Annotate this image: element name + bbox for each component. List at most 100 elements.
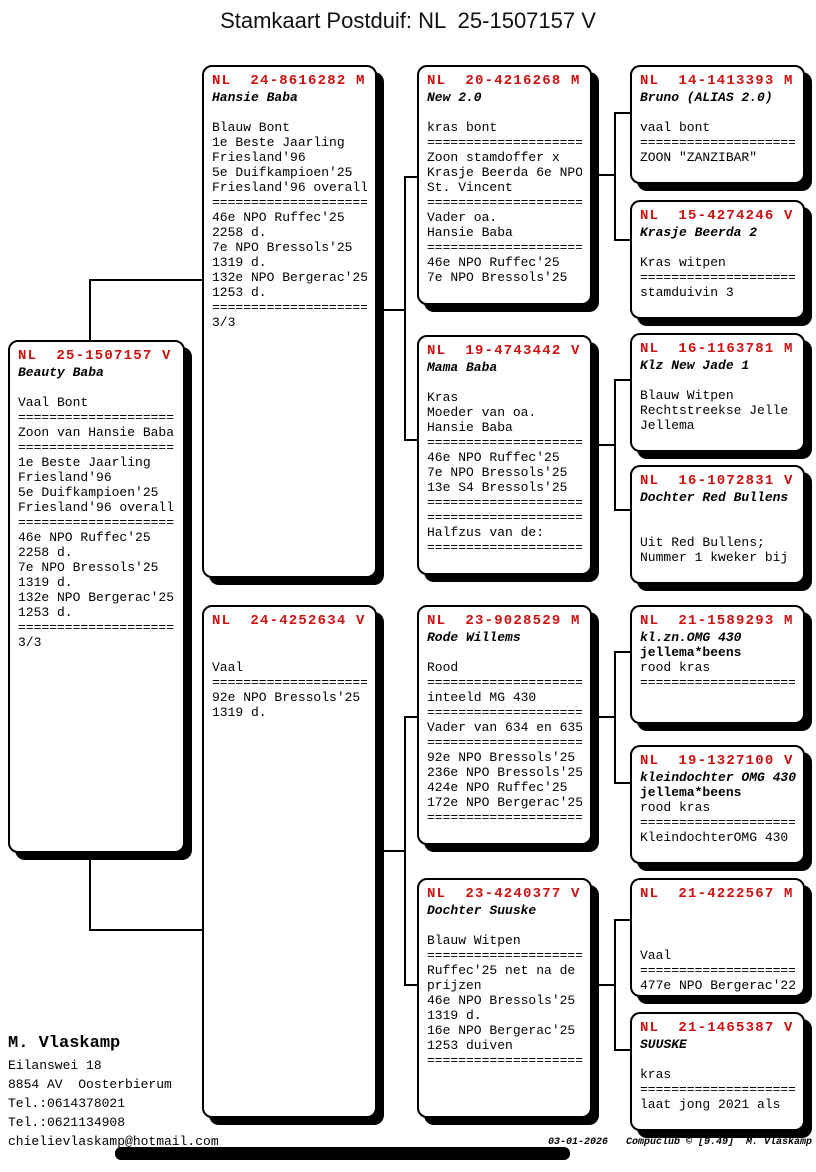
- connector-line: [614, 112, 616, 241]
- owner-block: M. Vlaskamp Eilanswei 18 8854 AV Oosterbi…: [8, 1032, 219, 1151]
- ring-number: NL 23-4240377 V: [427, 886, 581, 902]
- bird-name: Dochter Suuske: [427, 903, 537, 918]
- text-line: ====================: [427, 540, 582, 555]
- bird-name2: [427, 645, 582, 660]
- connector-line: [614, 651, 631, 653]
- text-line: ====================: [427, 195, 582, 210]
- bird-name2: [212, 645, 367, 660]
- text-line: kras: [640, 1067, 672, 1082]
- text-line: 132e NPO Bergerac'25: [212, 270, 367, 285]
- bird-name: kl.zn.OMG 430: [640, 630, 742, 645]
- text-line: 46e NPO Ruffec'25: [427, 450, 560, 465]
- pedigree-box-greatgrandparent-7: NL 21-4222567 M Vaal====================…: [630, 878, 805, 997]
- bird-name: Beauty Baba: [18, 365, 104, 380]
- connector-line: [404, 439, 418, 441]
- box-lines: kras====================laat jong 2021 a…: [640, 1067, 795, 1112]
- connector-line: [614, 239, 631, 241]
- text-line: 3/3: [212, 315, 236, 330]
- text-line: Kras: [427, 390, 459, 405]
- text-line: 1253 duiven: [427, 1038, 513, 1053]
- bird-name2: [640, 240, 795, 255]
- text-line: 46e NPO Bressols'25: [427, 993, 576, 1008]
- bird-name2: [640, 105, 795, 120]
- pedigree-box-grandfather-paternal: NL 20-4216268 M New 2.0 kras bont=======…: [417, 65, 592, 305]
- text-line: Hansie Baba: [427, 225, 513, 240]
- page-title: Stamkaart Postduif: NL 25-1507157 V: [220, 8, 596, 33]
- text-line: Moeder van oa.: [427, 405, 537, 420]
- text-line: 46e NPO Ruffec'25: [18, 530, 151, 545]
- text-line: Tel.:0621134908: [8, 1115, 126, 1130]
- text-line: 7e NPO Bressols'25: [18, 560, 159, 575]
- text-line: ====================: [427, 735, 582, 750]
- bird-name2: [640, 373, 795, 388]
- ring-number: NL 16-1072831 V: [640, 473, 794, 489]
- ring-number: NL 21-4222567 M: [640, 886, 794, 902]
- text-line: Rood: [427, 660, 459, 675]
- connector-line: [404, 176, 406, 441]
- text-line: Vader oa.: [427, 210, 498, 225]
- text-line: ====================: [18, 440, 175, 455]
- owner-name: M. Vlaskamp: [8, 1034, 121, 1053]
- box-lines: Blauw Witpen====================Ruffec'2…: [427, 933, 582, 1068]
- text-line: [640, 520, 795, 535]
- text-line: 1e Beste Jaarling: [18, 455, 151, 470]
- text-line: Friesland'96 overall: [18, 500, 175, 515]
- connector-line: [594, 174, 616, 176]
- text-line: Nummer 1 kweker bij: [640, 550, 789, 565]
- text-line: laat jong 2021 als: [640, 1097, 781, 1112]
- bird-name2: [212, 105, 367, 120]
- text-line: 236e NPO Bressols'25: [427, 765, 582, 780]
- text-line: ====================: [212, 300, 367, 315]
- box-lines: Rood====================inteeld MG 430==…: [427, 660, 582, 825]
- text-line: Kras witpen: [640, 255, 726, 270]
- connector-line: [404, 716, 418, 718]
- text-line: Friesland'96: [212, 150, 306, 165]
- text-line: ====================: [427, 435, 582, 450]
- text-line: ====================: [427, 675, 582, 690]
- connector-line: [594, 984, 616, 986]
- bird-name2: [427, 105, 582, 120]
- text-line: ====================: [640, 675, 795, 690]
- bird-name2: jellema*beens: [640, 645, 742, 660]
- ring-number: NL 19-1327100 V: [640, 753, 794, 769]
- text-line: Eilanswei 18: [8, 1058, 102, 1073]
- text-line: Halfzus van de:: [427, 525, 545, 540]
- connector-line: [89, 279, 203, 281]
- box-lines: Vaal====================92e NPO Bressols…: [212, 660, 367, 720]
- connector-line: [594, 444, 616, 446]
- text-line: 8854 AV Oosterbierum: [8, 1077, 172, 1092]
- text-line: 2258 d.: [212, 225, 267, 240]
- bird-name: Hansie Baba: [212, 90, 298, 105]
- text-line: 3/3: [18, 635, 42, 650]
- ring-number: NL 24-8616282 M: [212, 73, 366, 89]
- connector-line: [89, 929, 203, 931]
- text-line: 172e NPO Bergerac'25: [427, 795, 582, 810]
- text-line: ====================: [18, 410, 175, 425]
- text-line: 1253 d.: [18, 605, 73, 620]
- connector-line: [379, 850, 406, 852]
- text-line: Vader van 634 en 635: [427, 720, 582, 735]
- text-line: ====================: [427, 948, 582, 963]
- connector-line: [614, 919, 616, 1051]
- bird-name: New 2.0: [427, 90, 482, 105]
- bird-name2: [640, 918, 795, 933]
- pedigree-box-greatgrandparent-3: NL 16-1163781 M Klz New Jade 1 Blauw Wit…: [630, 333, 805, 452]
- bird-name2: [640, 505, 795, 520]
- pedigree-box-greatgrandparent-4: NL 16-1072831 V Dochter Red Bullens Uit …: [630, 465, 805, 584]
- text-line: 132e NPO Bergerac'25: [18, 590, 175, 605]
- text-line: 92e NPO Bressols'25: [427, 750, 576, 765]
- bird-name: Bruno (ALIAS 2.0): [640, 90, 773, 105]
- text-line: Blauw Bont: [212, 120, 291, 135]
- text-line: 477e NPO Bergerac'22: [640, 978, 795, 993]
- connector-line: [89, 280, 91, 341]
- box-lines: Vaal Bont====================Zoon van Ha…: [18, 395, 175, 650]
- connector-line: [614, 509, 631, 511]
- text-line: 5e Duifkampioen'25: [18, 485, 159, 500]
- text-line: Friesland'96 overall: [212, 180, 367, 195]
- text-line: 7e NPO Bressols'25: [427, 270, 568, 285]
- box-lines: rood kras====================Kleindochte…: [640, 800, 795, 845]
- bird-name: Klz New Jade 1: [640, 358, 750, 373]
